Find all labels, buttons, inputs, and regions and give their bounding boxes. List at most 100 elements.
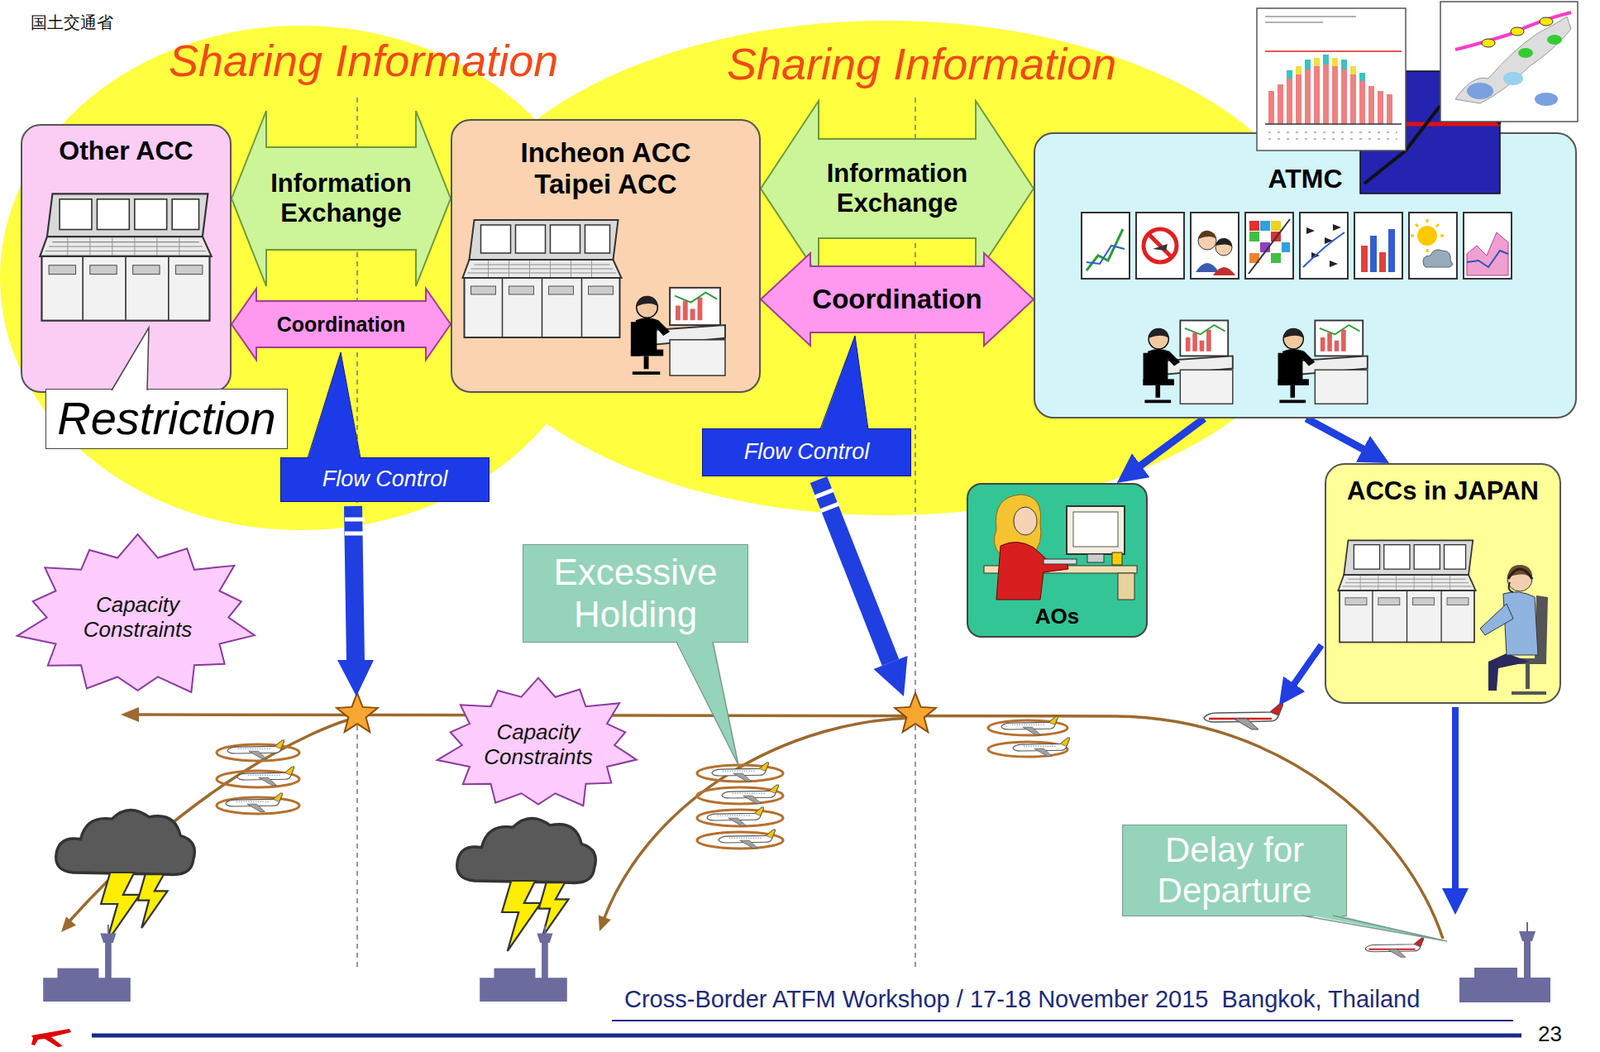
footer-rule — [91, 1020, 1522, 1036]
forecast-charts — [1350, 66, 1357, 75]
footer-rule — [91, 1033, 1522, 1038]
instruction-arrow — [1286, 644, 1322, 695]
forecast-charts — [1277, 84, 1284, 125]
airline-operator-figure — [1013, 506, 1037, 535]
status-screens — [1215, 238, 1233, 248]
callout-tail — [820, 335, 869, 431]
status-screens — [1408, 212, 1457, 279]
forecast-charts — [1304, 69, 1311, 125]
forecast-charts — [1265, 16, 1357, 23]
status-screens — [1270, 220, 1281, 231]
aircraft-icon — [225, 703, 1424, 957]
airline-operator-figure — [996, 541, 1069, 600]
status-screens — [1081, 212, 1512, 279]
forecast-charts — [1322, 54, 1329, 65]
logo-plane — [31, 1028, 72, 1047]
forecast-charts — [1539, 17, 1553, 26]
forecast-charts — [1364, 92, 1500, 184]
controller-figure — [1534, 595, 1548, 662]
handover-point — [336, 692, 937, 732]
forecast-charts — [1332, 66, 1338, 125]
status-screens — [1136, 212, 1185, 279]
flow-control-callout: Flow Control — [702, 428, 912, 477]
node-text: Other ACC — [58, 135, 193, 167]
forecast-charts — [1503, 71, 1524, 86]
node-text: Flow Control — [322, 466, 449, 492]
control-console — [463, 219, 622, 338]
status-screens — [1195, 262, 1219, 273]
forecast-charts — [1455, 16, 1572, 104]
airline-operator-figure — [993, 494, 1041, 555]
airline-operator-figure — [1087, 554, 1104, 563]
aircraft-icon — [1012, 737, 1070, 756]
operator-figure — [630, 287, 726, 376]
aircraft-icon — [711, 762, 769, 781]
exchange-arrow — [231, 110, 451, 287]
status-screens — [1299, 212, 1348, 279]
constraint-burst: Capacity Constraints — [430, 674, 646, 816]
dispatch-arrow — [1306, 418, 1376, 456]
forecast-charts — [1268, 132, 1398, 139]
route-arrowhead — [120, 706, 139, 722]
node-text: ACCs in JAPAN — [1346, 476, 1539, 507]
forecast-charts — [1286, 54, 1366, 82]
aircraft-icon — [225, 792, 283, 812]
forecast-charts — [1256, 8, 1406, 151]
status-screens — [1245, 212, 1294, 279]
forecast-charts — [1295, 66, 1302, 75]
edge-label: Information Exchange — [775, 158, 1020, 218]
callout-tail — [111, 327, 149, 392]
forecast-charts — [1518, 47, 1534, 58]
ministry-name: 国土交通省 — [30, 13, 114, 33]
node-text: Delay for Departure — [1132, 830, 1337, 911]
edge-label: Coordination — [811, 283, 982, 316]
forecast-charts — [1510, 27, 1524, 36]
controller-figure — [1488, 653, 1530, 691]
forecast-charts — [1481, 38, 1495, 48]
forecast-charts — [1359, 72, 1366, 82]
callout-tail — [820, 335, 869, 430]
status-screens — [1136, 212, 1185, 279]
forecast-charts — [1313, 57, 1320, 67]
controller-figure — [1508, 568, 1533, 579]
status-screens — [1423, 249, 1453, 268]
node-text: Capacity Constraints — [476, 720, 601, 770]
forecast-charts — [1405, 122, 1500, 127]
status-screens — [1148, 234, 1172, 258]
control-console — [1337, 539, 1476, 642]
restriction-callout: Restriction — [45, 388, 288, 449]
controller-figure — [1507, 564, 1533, 579]
burst-outline — [17, 534, 255, 693]
instruction-arrow — [1286, 644, 1456, 902]
flight-route — [135, 714, 1443, 939]
status-screens — [1143, 229, 1177, 263]
exchange-arrow — [760, 100, 1034, 277]
forecast-charts — [1547, 34, 1562, 45]
edge-label: Coordination — [277, 312, 406, 337]
flow-control-arrow — [814, 489, 839, 512]
controller-figure — [1480, 603, 1514, 636]
status-screens — [1281, 242, 1290, 253]
control-console — [39, 193, 1476, 642]
footer-text: Cross-Border ATFM Workshop / 17-18 Novem… — [624, 985, 1420, 1013]
status-screens — [1463, 212, 1512, 279]
issue-callout: Excessive Holding — [522, 544, 749, 643]
status-screens — [1408, 212, 1457, 279]
status-screens — [1354, 212, 1403, 279]
callout-tail — [307, 352, 361, 459]
dispatch-arrow — [1128, 418, 1204, 474]
controller-figure — [1480, 564, 1548, 693]
forecast-charts — [1440, 1, 1578, 122]
forecast-charts — [1295, 74, 1302, 125]
callout-tail — [111, 327, 1448, 941]
status-screens — [1303, 232, 1345, 268]
aircraft-icon — [718, 829, 776, 848]
airport-icon — [42, 924, 131, 1002]
aircraft-icon — [237, 766, 295, 785]
acc-box: Incheon ACC Taipei ACC — [450, 119, 761, 393]
controller-figure — [1511, 691, 1547, 695]
banner-text: Sharing Information — [168, 34, 559, 86]
status-screens — [1306, 224, 1342, 268]
status-screens — [1086, 229, 1123, 271]
node-text: ATMC — [1267, 163, 1343, 195]
